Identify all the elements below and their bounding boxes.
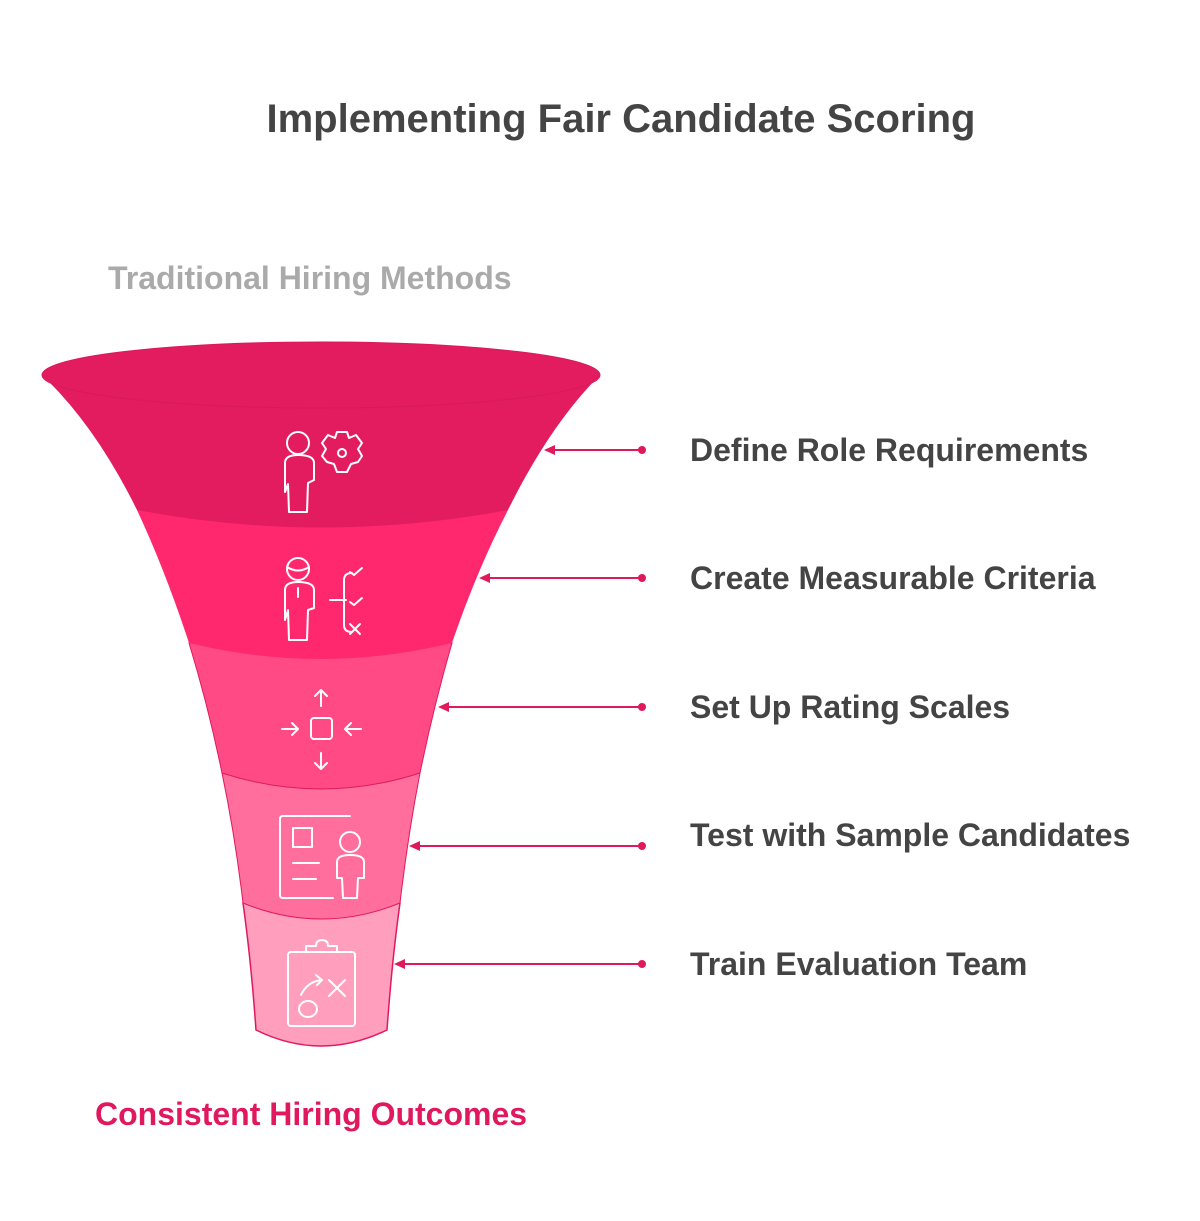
stage-label-5: Train Evaluation Team <box>690 946 1027 982</box>
funnel-stage-2 <box>137 510 508 659</box>
stage-connector-1 <box>544 445 646 455</box>
stage-connector-2 <box>479 573 646 583</box>
stage-connector-5 <box>394 959 646 969</box>
diagram-title: Implementing Fair Candidate Scoring <box>267 97 976 141</box>
funnel-top-label: Traditional Hiring Methods <box>108 260 512 296</box>
stage-label-4: Test with Sample Candidates <box>690 817 1130 853</box>
focus-arrows-icon <box>281 689 362 770</box>
funnel-bottom-label: Consistent Hiring Outcomes <box>95 1096 527 1132</box>
stage-connector-4 <box>409 841 646 851</box>
funnel-mouth <box>41 341 601 409</box>
profile-card-icon <box>279 815 365 899</box>
clipboard-strategy-icon <box>287 939 356 1027</box>
funnel-stage-4 <box>221 772 421 920</box>
stage-label-1: Define Role Requirements <box>690 432 1088 468</box>
stage-connector-3 <box>438 702 646 712</box>
funnel-stage-5 <box>242 902 401 1047</box>
funnel-stage-3 <box>188 642 453 790</box>
stage-label-3: Set Up Rating Scales <box>690 689 1010 725</box>
funnel-stage-1 <box>42 375 600 528</box>
stage-label-2: Create Measurable Criteria <box>690 560 1096 596</box>
person-checklist-icon <box>284 557 363 641</box>
person-gear-icon <box>284 431 363 513</box>
